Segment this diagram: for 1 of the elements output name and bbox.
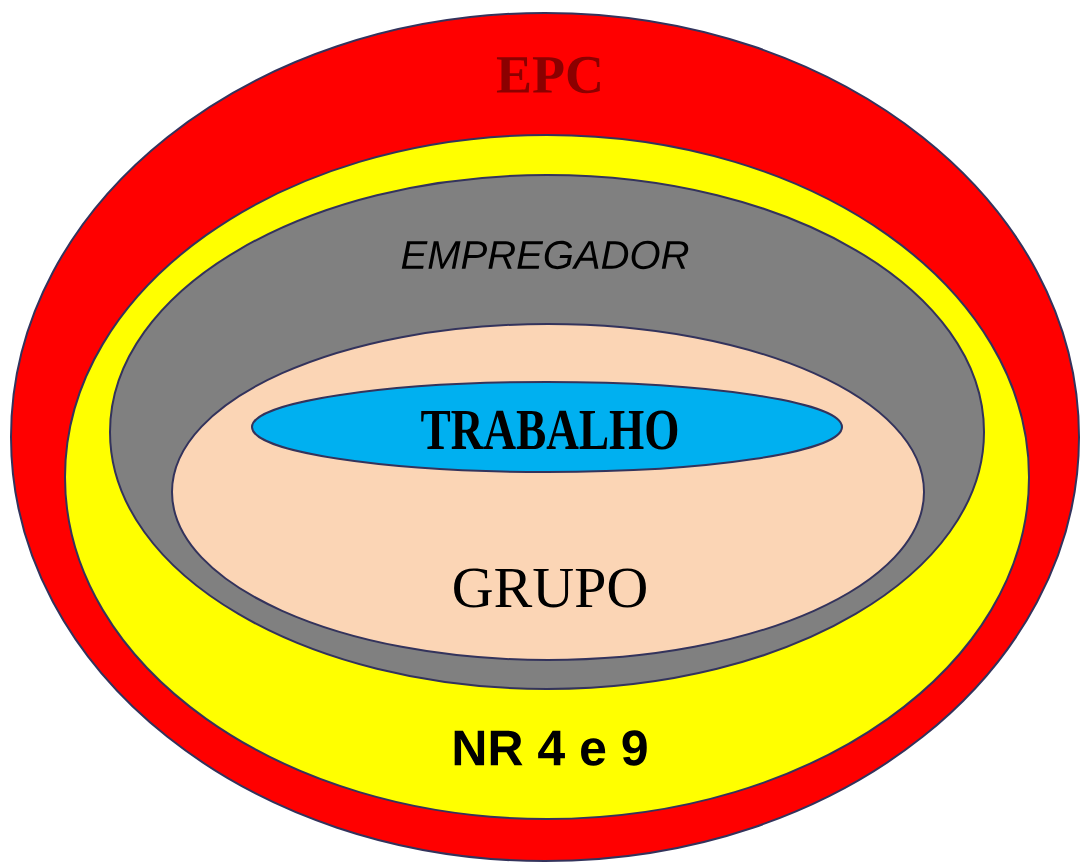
ellipse-band: TRABALHO bbox=[251, 381, 843, 473]
